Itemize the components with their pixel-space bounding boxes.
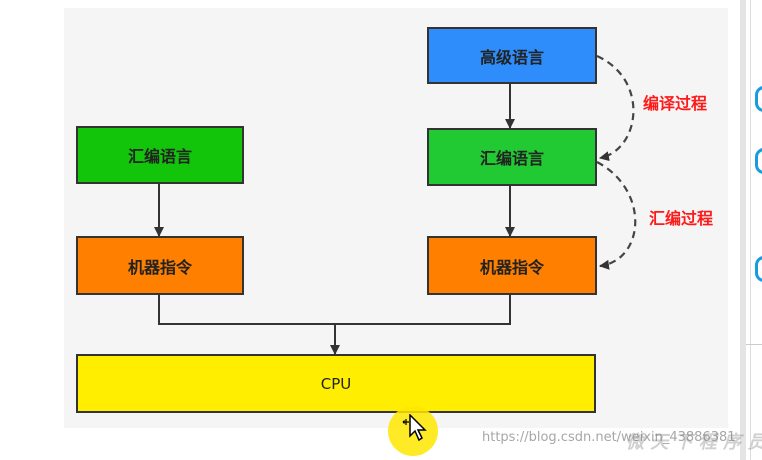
compile-process-curve	[596, 54, 635, 162]
high-level-language-box: 高级语言	[427, 27, 597, 84]
cpu-label: CPU	[320, 374, 352, 393]
left-machine-instruction-box: 机器指令	[76, 236, 244, 295]
cpu-box: CPU	[76, 354, 596, 413]
compile-process-label: 编译过程	[643, 94, 708, 113]
side-bubble-icon-3	[755, 256, 762, 282]
panel-divider	[750, 0, 751, 460]
watermark-stamp: 微 天 下 程 序 员	[626, 432, 762, 453]
assemble-process-label: 汇编过程	[649, 209, 714, 228]
panel-rule	[746, 344, 762, 345]
merge-connector	[158, 295, 511, 325]
right-assembly-language-label: 汇编语言	[479, 149, 544, 168]
right-machine-instruction-box: 机器指令	[427, 236, 597, 295]
high-level-language-label: 高级语言	[479, 47, 544, 67]
side-bubble-icon-1	[755, 86, 762, 112]
left-assembly-language-label: 汇编语言	[127, 147, 192, 166]
right-machine-instruction-label: 机器指令	[479, 257, 544, 277]
watermark-url: https://blog.csdn.net/weixin_43886381	[482, 430, 736, 445]
right-assembly-language-box: 汇编语言	[427, 128, 597, 186]
assemble-process-curve	[596, 161, 637, 270]
move-cursor-icon	[402, 414, 427, 442]
vertical-scrollbar[interactable]	[740, 0, 746, 460]
left-machine-instruction-label: 机器指令	[127, 257, 192, 277]
left-assembly-language-box: 汇编语言	[76, 126, 244, 184]
side-bubble-icon-2	[755, 148, 762, 174]
